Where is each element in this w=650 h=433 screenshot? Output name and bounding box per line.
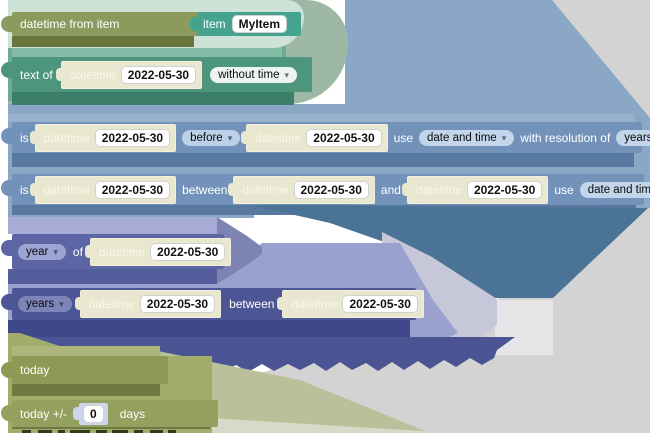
today-label: today — [20, 363, 50, 377]
row5-bottom-strip — [8, 269, 217, 284]
datetime-subblock[interactable]: datetime 2022-05-30 — [55, 60, 203, 89]
output-plug-row8 — [1, 405, 13, 421]
datetime-label: datetime — [242, 182, 289, 197]
dropdown-value: without time — [218, 68, 280, 81]
compare-operator-dropdown[interactable]: before — [182, 129, 241, 146]
block-units-between-datetimes[interactable]: years datetime 2022-05-30 between dateti… — [12, 288, 424, 320]
block-is-between-datetimes[interactable]: is datetime 2022-05-30 between datetime … — [12, 174, 650, 205]
is-label: is — [20, 182, 29, 197]
datetime-value-field[interactable]: 2022-05-30 — [139, 295, 216, 313]
output-plug-row4 — [1, 180, 13, 196]
row6-bottom-strip — [8, 320, 410, 337]
datetime-label: datetime — [43, 182, 90, 197]
datetime-value-field[interactable]: 2022-05-30 — [306, 128, 382, 147]
dropdown-arrow-icon — [284, 69, 289, 81]
output-plug-row2 — [1, 62, 13, 78]
datetime-value-field[interactable]: 2022-05-30 — [149, 242, 226, 261]
number-subblock[interactable]: 0 — [73, 402, 108, 425]
use-label: use — [554, 182, 574, 197]
block-today[interactable]: today — [12, 356, 168, 384]
row7-top-strip — [12, 346, 160, 356]
block-text-of-datetime[interactable]: text of datetime 2022-05-30 without time — [12, 57, 312, 92]
dropdown-arrow-icon — [502, 132, 507, 144]
datetime-value-field[interactable]: 2022-05-30 — [94, 180, 171, 199]
datetime-label: datetime — [43, 130, 90, 145]
item-name-field[interactable]: MyItem — [231, 15, 288, 33]
cut-off-block — [12, 430, 210, 433]
dropdown-arrow-icon — [59, 298, 64, 310]
item-block-plug — [190, 17, 199, 31]
is-label: is — [20, 130, 29, 145]
dropdown-value: years — [624, 131, 650, 144]
output-plug-row5 — [1, 240, 13, 256]
output-plug-row3 — [1, 128, 13, 144]
today-offset-label: today +/- — [20, 406, 68, 421]
datetime-label: datetime — [98, 244, 145, 259]
offset-value-field[interactable]: 0 — [83, 404, 104, 423]
dropdown-arrow-icon — [228, 132, 233, 144]
datetime-label: datetime — [415, 182, 462, 197]
datetime-label: datetime — [69, 67, 116, 82]
block-item-myitem[interactable]: item MyItem — [197, 12, 301, 36]
datetime-value-field[interactable]: 2022-05-30 — [293, 180, 369, 199]
use-dropdown[interactable]: date and time — [579, 181, 650, 198]
datetime-from-item-label: datetime from item — [20, 17, 120, 31]
row2-top-strip — [12, 46, 282, 57]
datetime-subblock[interactable]: datetime 2022-05-30 — [228, 175, 375, 204]
between-label: between — [182, 182, 228, 197]
datetime-label: datetime — [291, 297, 338, 311]
row3-top-strip — [8, 114, 634, 122]
datetime-part-dropdown[interactable]: year — [18, 243, 66, 260]
datetime-subblock[interactable]: datetime 2022-05-30 — [277, 290, 424, 318]
datetime-value-field[interactable]: 2022-05-30 — [466, 180, 543, 199]
format-dropdown[interactable]: without time — [210, 66, 297, 83]
dropdown-value: before — [190, 131, 223, 144]
datetime-subblock[interactable]: datetime 2022-05-30 — [84, 237, 232, 266]
shadow-light-notch — [495, 300, 553, 355]
datetime-subblock[interactable]: datetime 2022-05-30 — [29, 123, 177, 152]
between-label: between — [229, 297, 275, 311]
row5-top-strip — [8, 217, 217, 234]
datetime-subblock[interactable]: datetime 2022-05-30 — [74, 290, 222, 318]
row1-bottom-strip — [12, 36, 194, 47]
row7-bottom-strip — [12, 384, 160, 396]
resolution-label: with resolution of — [520, 130, 611, 145]
item-label: item — [203, 17, 226, 31]
dropdown-value: year — [26, 245, 49, 258]
dropdown-arrow-icon — [53, 246, 58, 258]
datetime-label: datetime — [255, 130, 302, 145]
datetime-value-field[interactable]: 2022-05-30 — [342, 295, 418, 313]
datetime-label: datetime — [88, 297, 135, 311]
row8-bottom-strip — [12, 427, 210, 429]
units-dropdown[interactable]: years — [18, 296, 72, 312]
block-is-before-datetime[interactable]: is datetime 2022-05-30 before datetime 2… — [12, 122, 650, 153]
row3-bottom-strip — [12, 153, 634, 167]
of-label: of — [72, 244, 83, 259]
dropdown-value: date and time — [427, 131, 497, 144]
use-label: use — [393, 130, 414, 145]
block-today-offset[interactable]: today +/- 0 days — [12, 400, 218, 427]
days-label: days — [119, 406, 146, 421]
use-dropdown[interactable]: date and time — [419, 129, 515, 146]
and-label: and — [380, 182, 401, 197]
resolution-dropdown[interactable]: years — [616, 129, 650, 146]
datetime-subblock[interactable]: datetime 2022-05-30 — [29, 175, 177, 204]
block-part-of-datetime[interactable]: year of datetime 2022-05-30 — [12, 234, 232, 269]
output-plug-row6 — [1, 294, 13, 310]
dropdown-value: date and time — [587, 183, 650, 196]
dropdown-value: years — [26, 298, 55, 310]
datetime-value-field[interactable]: 2022-05-30 — [94, 128, 171, 147]
datetime-value-field[interactable]: 2022-05-30 — [120, 65, 197, 84]
output-plug-row1 — [1, 16, 13, 32]
output-plug-row7 — [1, 362, 13, 378]
text-of-label: text of — [20, 67, 53, 82]
row2-bottom-strip — [12, 92, 294, 105]
datetime-subblock[interactable]: datetime 2022-05-30 — [241, 123, 388, 152]
block-datetime-from-item[interactable]: datetime from item — [12, 12, 202, 36]
datetime-subblock[interactable]: datetime 2022-05-30 — [401, 175, 549, 204]
